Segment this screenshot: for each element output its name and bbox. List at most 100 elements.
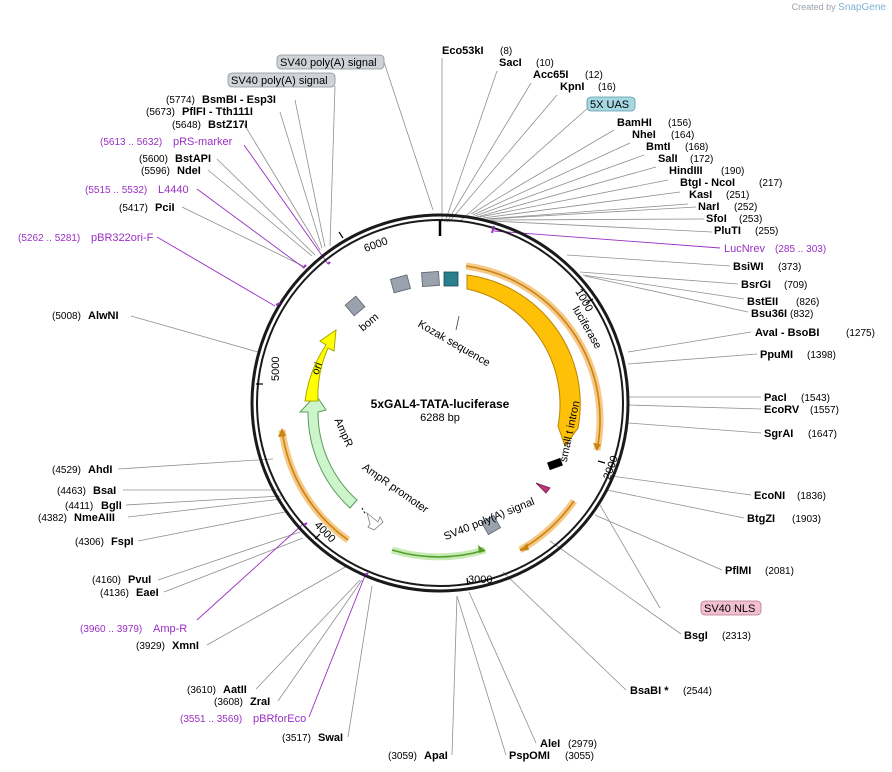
site-econi-name[interactable]: EcoNI — [754, 490, 785, 502]
ampr-promoter-label: AmpR promoter — [360, 461, 431, 516]
bom-label: bom — [357, 311, 381, 334]
tick-3000: 3000 — [468, 574, 492, 586]
site-saci-name[interactable]: SacI — [499, 57, 522, 69]
site-ahdi-name[interactable]: AhdI — [88, 464, 112, 476]
site-avai-bsobi-name[interactable]: AvaI - BsoBI — [755, 327, 819, 339]
snapgene-watermark: Created by SnapGene — [792, 2, 886, 13]
site-apai-name[interactable]: ApaI — [424, 750, 448, 762]
primer-prs-marker-name[interactable]: pRS-marker — [173, 136, 233, 148]
ampr-orf-arrowhead — [278, 428, 286, 437]
site-bsgi-name[interactable]: BsgI — [684, 630, 708, 642]
site-pvui-name[interactable]: PvuI — [128, 574, 151, 586]
site-paci-name[interactable]: PacI — [764, 392, 787, 404]
ampr-feature[interactable] — [298, 394, 358, 509]
site-swai-name[interactable]: SwaI — [318, 732, 343, 744]
ori-feature[interactable] — [304, 328, 337, 402]
plasmid-length: 6288 bp — [420, 412, 460, 424]
site-pluti-pos: (255) — [755, 226, 778, 237]
site-bmti-name[interactable]: BmtI — [646, 141, 670, 153]
site-bsabi-name[interactable]: BsaBI * — [630, 685, 669, 697]
site-ecorv-name[interactable]: EcoRV — [764, 404, 800, 416]
sv40-polya-box-1[interactable] — [389, 274, 411, 294]
site-zrai-pos: (3608) — [214, 697, 243, 708]
site-xmni-name[interactable]: XmnI — [172, 640, 199, 652]
site-pflfi-name[interactable]: PflFI - Tth111I — [182, 106, 253, 118]
site-alwni-name[interactable]: AlwNI — [88, 310, 119, 322]
site-connectors — [117, 58, 762, 756]
site-sgrai-pos: (1647) — [808, 429, 837, 440]
site-pflmi-name[interactable]: PflMI — [725, 565, 751, 577]
site-fspi-name[interactable]: FspI — [111, 536, 134, 548]
sv40-nls-callout-text: SV40 NLS — [704, 603, 755, 615]
primer-pbrforeco-name[interactable]: pBRforEco — [253, 713, 306, 725]
small-t-intron-feature[interactable] — [547, 457, 563, 471]
luciferase-feature[interactable] — [466, 274, 581, 448]
site-bstapi-name[interactable]: BstAPI — [175, 153, 211, 165]
site-sali-name[interactable]: SalI — [658, 153, 678, 165]
primer-ampr-name[interactable]: Amp-R — [153, 623, 187, 635]
site-ppumi-name[interactable]: PpuMI — [760, 349, 793, 361]
site-nari-name[interactable]: NarI — [698, 201, 719, 213]
site-bsiwi-name[interactable]: BsiWI — [733, 261, 764, 273]
site-bsteii-name[interactable]: BstEII — [747, 296, 778, 308]
site-ndei-name[interactable]: NdeI — [177, 165, 201, 177]
primer-lucnrev-name[interactable]: LucNrev — [724, 243, 765, 255]
primer-l4440-name[interactable]: L4440 — [158, 184, 189, 196]
backbone-outer-strand — [250, 213, 630, 593]
site-ecorv-pos: (1557) — [810, 405, 839, 416]
sv40-polya-callout-2-text: SV40 poly(A) signal — [231, 75, 328, 87]
ampr-promoter-dash — [361, 507, 367, 516]
ampr-promoter-feature[interactable] — [366, 511, 384, 531]
sv40-nls-callout[interactable] — [700, 600, 762, 616]
site-kasi-name[interactable]: KasI — [689, 189, 712, 201]
site-kpni-name[interactable]: KpnI — [560, 81, 584, 93]
sv40-polya-box-2[interactable] — [421, 270, 440, 287]
site-sgrai-name[interactable]: SgrAI — [764, 428, 793, 440]
site-hindiii-pos: (190) — [721, 166, 744, 177]
ampr-label: AmpR — [332, 416, 355, 449]
site-nmeaiii-name[interactable]: NmeAIII — [74, 512, 115, 524]
sv40-polya-feature[interactable] — [480, 514, 502, 536]
site-alei-name[interactable]: AleI — [540, 738, 560, 750]
site-bsteii-pos: (826) — [796, 297, 819, 308]
site-bgli-name[interactable]: BglI — [101, 500, 122, 512]
site-eaei-name[interactable]: EaeI — [136, 587, 159, 599]
site-acc65i-name[interactable]: Acc65I — [533, 69, 568, 81]
site-nari-pos: (252) — [734, 202, 757, 213]
site-bsu36i-name[interactable]: Bsu36I — [751, 308, 787, 320]
site-aatii-name[interactable]: AatII — [223, 684, 247, 696]
site-pluti-name[interactable]: PluTI — [714, 225, 741, 237]
plasmid-name: 5xGAL4-TATA-luciferase — [371, 397, 510, 411]
site-avai-bsobi-pos: (1275) — [846, 328, 875, 339]
site-bstz17i-name[interactable]: BstZ17I — [208, 119, 248, 131]
site-pspomi-name[interactable]: PspOMI — [509, 750, 550, 762]
site-bsiwi-pos: (373) — [778, 262, 801, 273]
bom-feature[interactable] — [344, 295, 366, 317]
site-bsai-name[interactable]: BsaI — [93, 485, 116, 497]
site-paci-pos: (1543) — [801, 393, 830, 404]
site-btgi-ncoi-name[interactable]: BtgI - NcoI — [680, 177, 735, 189]
site-bamhi-name[interactable]: BamHI — [617, 117, 652, 129]
kozak-5xuas-box[interactable] — [443, 271, 459, 287]
sv40-polya-callout-1[interactable] — [276, 54, 385, 70]
site-xmni-pos: (3929) — [136, 641, 165, 652]
site-swai-pos: (3517) — [282, 733, 311, 744]
site-eco53ki-name[interactable]: Eco53kI — [442, 45, 484, 57]
site-bsu36i-pos: (832) — [790, 309, 813, 320]
site-bsrgi-name[interactable]: BsrGI — [741, 279, 771, 291]
site-sfoi-name[interactable]: SfoI — [706, 213, 727, 225]
site-nhei-name[interactable]: NheI — [632, 129, 656, 141]
primer-pbrforeco-range: (3551 .. 3569) — [180, 714, 242, 725]
site-bsmbi-name[interactable]: BsmBI - Esp3I — [202, 94, 276, 106]
created-by-text: Created by — [791, 2, 836, 12]
site-zrai-name[interactable]: ZraI — [250, 696, 270, 708]
primer-pbr322ori-name[interactable]: pBR322ori-F — [91, 232, 154, 244]
site-ahdi-pos: (4529) — [52, 465, 81, 476]
site-btgzi-name[interactable]: BtgZI — [747, 513, 775, 525]
site-hindiii-name[interactable]: HindIII — [669, 165, 703, 177]
site-saci-pos: (10) — [536, 58, 554, 69]
sv40-polya-callout-2[interactable] — [227, 72, 336, 88]
uas-callout[interactable] — [586, 96, 636, 112]
site-econi-pos: (1836) — [797, 491, 826, 502]
site-pcii-name[interactable]: PciI — [155, 202, 175, 214]
